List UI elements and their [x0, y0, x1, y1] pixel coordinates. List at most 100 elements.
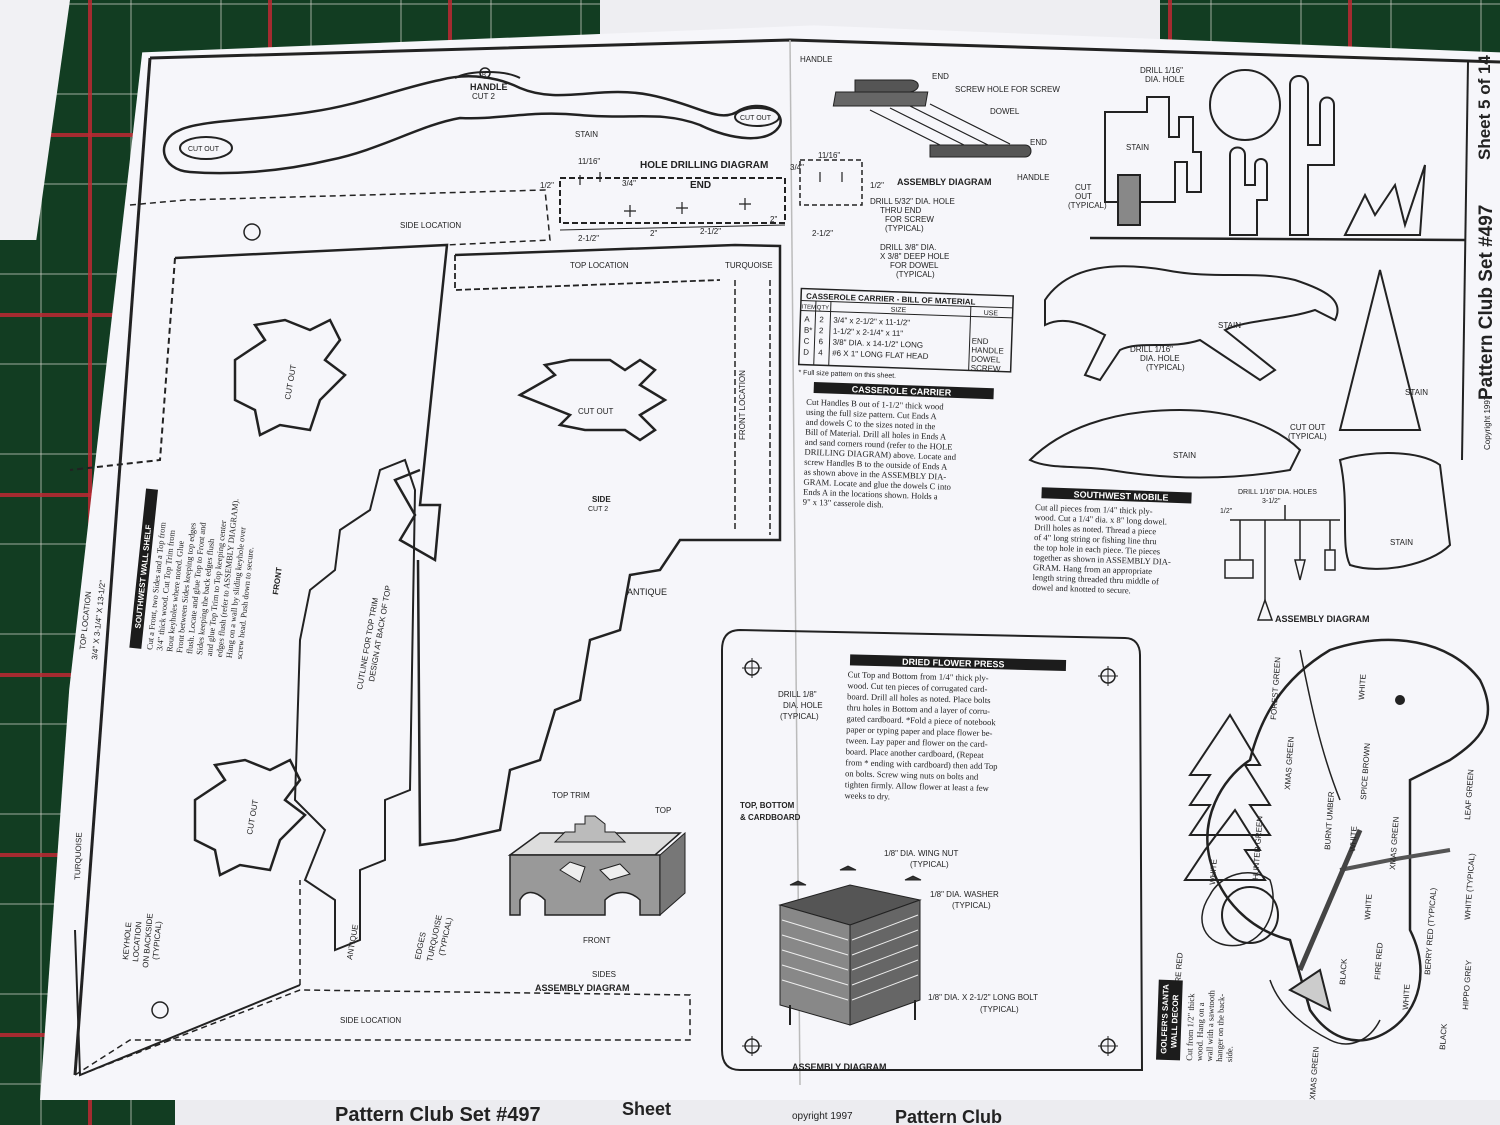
- svg-text:SCREW HOLE FOR SCREW: SCREW HOLE FOR SCREW: [955, 85, 1060, 94]
- handle-cut: CUT 2: [472, 92, 496, 101]
- svg-text:TOP LOCATION: TOP LOCATION: [78, 591, 93, 651]
- set-title: Pattern Club Set #497: [1476, 205, 1497, 400]
- svg-text:ITEM: ITEM: [802, 305, 817, 311]
- svg-text:DIA. HOLE: DIA. HOLE: [1145, 75, 1185, 84]
- svg-text:WHITE: WHITE: [1208, 859, 1219, 885]
- svg-text:WALL DECOR: WALL DECOR: [1169, 994, 1180, 1048]
- copyright: Copyright 1997: [1483, 395, 1492, 450]
- svg-text:DIA. HOLE: DIA. HOLE: [783, 701, 823, 710]
- svg-text:Cut Handles B out of 1-1/2" th: Cut Handles B out of 1-1/2" thick wood: [806, 397, 944, 412]
- svg-text:SIDES: SIDES: [592, 970, 616, 979]
- title-strip-line: [1461, 61, 1469, 461]
- svg-text:2: 2: [819, 326, 824, 335]
- svg-text:3/4" X 3-1/4" X 13-1/2": 3/4" X 3-1/4" X 13-1/2": [90, 579, 107, 660]
- svg-text:3/4": 3/4": [790, 163, 804, 172]
- svg-text:SIDE LOCATION: SIDE LOCATION: [400, 221, 461, 230]
- svg-text:gated cardboard. *Fold a piec: gated cardboard. *Fold a piece of notebo…: [846, 713, 996, 727]
- santa-labels: FOREST GREEN WHITE XMAS GREEN SPICE BROW…: [1173, 656, 1477, 1100]
- svg-text:C: C: [803, 337, 809, 346]
- svg-text:(TYPICAL): (TYPICAL): [952, 901, 991, 910]
- svg-text:LOCATION: LOCATION: [131, 921, 143, 962]
- svg-text:of 4" long string or fishing l: of 4" long string or fishing line thru: [1034, 532, 1158, 546]
- flower-press-instructions: DRIED FLOWER PRESS Cut Top and Bottom fr…: [844, 654, 1067, 801]
- svg-text:the top hole in each piece. T: the top hole in each piece. Tie pieces: [1034, 542, 1161, 556]
- bill-of-material: CASSEROLE CARRIER - BILL OF MATERIAL ITE…: [797, 287, 1015, 380]
- svg-text:DOWEL: DOWEL: [990, 107, 1020, 116]
- svg-text:FIRE RED: FIRE RED: [1173, 952, 1185, 990]
- svg-text:HIPPO GREY: HIPPO GREY: [1461, 959, 1473, 1010]
- svg-text:TOP, BOTTOM: TOP, BOTTOM: [740, 801, 795, 810]
- svg-text:DRIED FLOWER PRESS: DRIED FLOWER PRESS: [902, 657, 1005, 670]
- svg-text:DRILL 1/16": DRILL 1/16": [1140, 66, 1183, 75]
- svg-text:CUT OUT: CUT OUT: [1290, 423, 1326, 432]
- svg-text:ASSEMBLY DIAGRAM: ASSEMBLY DIAGRAM: [1275, 614, 1370, 624]
- footer-club: Pattern Club: [895, 1107, 1002, 1125]
- svg-text:dowel and knotted to secure.: dowel and knotted to secure.: [1032, 582, 1131, 595]
- svg-text:CUT OUT: CUT OUT: [578, 407, 614, 416]
- svg-text:GOLFER'S SANTA: GOLFER'S SANTA: [1159, 984, 1170, 1054]
- svg-text:END: END: [972, 337, 989, 347]
- svg-text:9" x 13" casserole dish.: 9" x 13" casserole dish.: [803, 497, 884, 510]
- svg-text:KEYHOLE: KEYHOLE: [121, 922, 133, 960]
- svg-text:STAIN: STAIN: [1126, 143, 1149, 152]
- carrier-assembly-diagram: HANDLE END SCREW HOLE FOR SCREW DOWEL EN…: [800, 55, 1060, 187]
- svg-text:wood. Hang on a: wood. Hang on a: [1194, 1002, 1206, 1061]
- sheet-number: Sheet 5 of 14: [1475, 55, 1494, 160]
- svg-text:weeks to dry.: weeks to dry.: [844, 790, 890, 801]
- santa-pattern: [1183, 638, 1490, 1045]
- svg-text:Cut from 1/2" thick: Cut from 1/2" thick: [1184, 993, 1196, 1061]
- svg-text:from * ending with cardboard): from * ending with cardboard) then add T…: [845, 757, 997, 771]
- svg-text:ASSEMBLY DIAGRAM: ASSEMBLY DIAGRAM: [897, 177, 992, 187]
- svg-text:X 3/8" DEEP HOLE: X 3/8" DEEP HOLE: [880, 252, 949, 261]
- svg-text:CUT OUT: CUT OUT: [245, 799, 260, 836]
- svg-text:paper or typing paper and plac: paper or typing paper and place flower b…: [846, 724, 993, 738]
- svg-text:length string threaded thru mi: length string threaded thru middle of: [1032, 572, 1159, 586]
- svg-text:2-1/2": 2-1/2": [578, 234, 599, 243]
- svg-text:SPICE BROWN: SPICE BROWN: [1359, 743, 1372, 801]
- svg-text:SCREW: SCREW: [971, 363, 1002, 373]
- svg-text:tighten firmly. Allow flower: tighten firmly. Allow flower at least a …: [845, 779, 990, 793]
- svg-text:LEAF GREEN: LEAF GREEN: [1463, 769, 1476, 820]
- svg-text:(TYPICAL): (TYPICAL): [1288, 432, 1327, 441]
- svg-text:on bolts. Screw wing nuts on: on bolts. Screw wing nuts on bolts and: [845, 768, 979, 782]
- border-left: [73, 57, 152, 1076]
- svg-text:ASSEMBLY DIAGRAM: ASSEMBLY DIAGRAM: [535, 983, 630, 993]
- svg-text:FRONT: FRONT: [271, 567, 284, 596]
- svg-text:TURQUOISE: TURQUOISE: [73, 832, 84, 880]
- svg-text:(TYPICAL): (TYPICAL): [980, 1005, 1019, 1014]
- svg-text:B*: B*: [804, 326, 813, 335]
- svg-text:wall with a sawtooth: wall with a sawtooth: [1204, 989, 1217, 1061]
- casserole-instructions: CASSEROLE CARRIER Cut Handles B out of 1…: [803, 381, 994, 510]
- svg-text:HUNTER GREEN: HUNTER GREEN: [1251, 815, 1264, 880]
- mobile-instructions: SOUTHWEST MOBILE Cut all pieces from 1/4…: [1032, 487, 1192, 595]
- svg-text:4: 4: [818, 348, 823, 357]
- hole-drill-title: HOLE DRILLING DIAGRAM: [640, 160, 768, 171]
- hole-drilling-diagram: HOLE DRILLING DIAGRAM END 11/16" 1/2" 3/…: [540, 151, 955, 279]
- svg-text:Bill of Material. Drill all h: Bill of Material. Drill all holes in End…: [805, 427, 947, 442]
- svg-text:2-1/2": 2-1/2": [812, 229, 833, 238]
- svg-text:2-1/2": 2-1/2": [700, 227, 721, 236]
- svg-text:1/8" DIA. X 2-1/2" LONG BOLT: 1/8" DIA. X 2-1/2" LONG BOLT: [928, 993, 1038, 1002]
- svg-text:END: END: [932, 72, 949, 81]
- svg-text:board. Drill all holes as not: board. Drill all holes as noted. Place b…: [847, 691, 991, 705]
- footer-sheet: Sheet: [622, 1099, 671, 1119]
- svg-text:STAIN: STAIN: [1405, 388, 1428, 397]
- svg-text:#6 X 1" LONG FLAT HEAD: #6 X 1" LONG FLAT HEAD: [832, 349, 929, 361]
- svg-text:Drill holes as noted. Thread: Drill holes as noted. Thread a piece: [1034, 522, 1156, 536]
- svg-text:FIRE RED: FIRE RED: [1373, 942, 1385, 980]
- svg-text:USE: USE: [984, 310, 999, 318]
- svg-text:WHITE (TYPICAL): WHITE (TYPICAL): [1463, 853, 1477, 920]
- svg-text:wood. Cut ten pieces of corru: wood. Cut ten pieces of corrugated card-: [847, 680, 987, 694]
- svg-text:DRILL 3/8" DIA.: DRILL 3/8" DIA.: [880, 243, 936, 252]
- svg-text:SIDE: SIDE: [592, 495, 611, 504]
- svg-text:TOP TRIM: TOP TRIM: [552, 791, 590, 800]
- svg-text:3/4": 3/4": [622, 179, 636, 188]
- svg-text:ANTIQUE: ANTIQUE: [627, 587, 667, 597]
- hole-drill-end: END: [690, 180, 711, 191]
- shelf-assembly-diagram: [507, 815, 686, 917]
- svg-text:thru holes in Bottom and a lay: thru holes in Bottom and a layer of corr…: [847, 702, 991, 716]
- svg-text:2": 2": [770, 215, 777, 224]
- svg-text:3/4" x 2-1/2" x 11-1/2": 3/4" x 2-1/2" x 11-1/2": [833, 316, 910, 328]
- svg-text:CUT 2: CUT 2: [588, 506, 608, 513]
